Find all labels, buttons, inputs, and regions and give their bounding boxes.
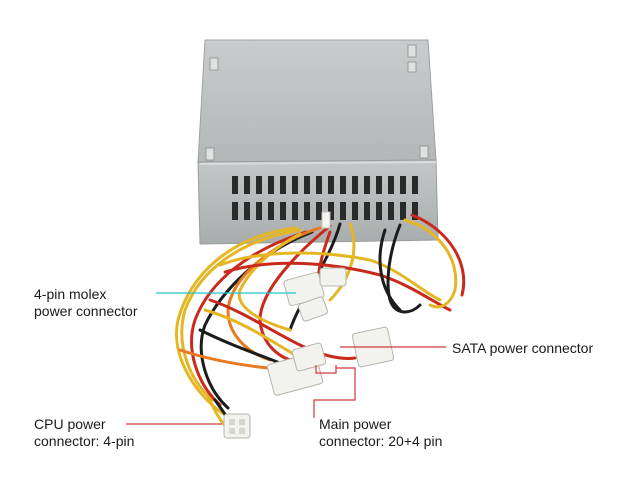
vent-slot	[256, 176, 262, 194]
connectors	[223, 211, 395, 439]
vent-slot	[316, 176, 322, 194]
screw-icon	[205, 147, 215, 161]
main-power-connector-icon	[291, 342, 327, 372]
main-power-connector-label: Main power connector: 20+4 pin	[319, 416, 442, 450]
vent-slot	[280, 202, 286, 220]
vent-slot	[256, 202, 262, 220]
vent-slot	[340, 202, 346, 220]
screw-icon	[209, 57, 219, 71]
cpu-connector-icon	[223, 413, 251, 439]
vent-slot	[292, 176, 298, 194]
vent-slot	[376, 202, 382, 220]
vent-slot	[232, 202, 238, 220]
cpu-label-line2: connector: 4-pin	[34, 433, 135, 449]
psu-top-panel	[197, 39, 437, 163]
leader-lines	[126, 292, 446, 425]
cpu-label-line1: CPU power	[34, 416, 106, 432]
wire-bundle	[175, 213, 466, 429]
vent-slot	[328, 176, 334, 194]
molex-connector-icon	[319, 267, 347, 287]
main-label-line2: connector: 20+4 pin	[319, 433, 443, 449]
vent-slot	[400, 202, 406, 220]
vent-slot	[304, 202, 310, 220]
vent-slot	[244, 202, 250, 220]
screw-icon	[407, 61, 417, 73]
vent-slot	[268, 202, 274, 220]
vent-slot	[352, 202, 358, 220]
vent-slot	[316, 202, 322, 220]
molex-label-line2: power connector	[34, 303, 138, 319]
vent-slot	[328, 202, 334, 220]
vent-slot	[388, 176, 394, 194]
vent-slot	[412, 176, 418, 194]
vent-slot	[388, 202, 394, 220]
vent-slot	[400, 176, 406, 194]
cpu-connector-label: CPU power connector: 4-pin	[34, 416, 134, 450]
vent-slot	[244, 176, 250, 194]
vent-slot	[292, 202, 298, 220]
vent-slot	[364, 202, 370, 220]
vent-slot	[232, 176, 238, 194]
vent-slot	[340, 176, 346, 194]
vent-slot	[412, 202, 418, 220]
vent-slot	[280, 176, 286, 194]
sata-connector-label: SATA power connector	[452, 340, 593, 357]
main-power-leader-line	[315, 365, 337, 374]
sata-label-line1: SATA power connector	[452, 340, 594, 356]
molex-label-line1: 4-pin molex	[34, 286, 107, 302]
vent-slot	[352, 176, 358, 194]
vent-slot	[376, 176, 382, 194]
ventilation-grill	[232, 176, 418, 220]
main-label-line1: Main power	[319, 416, 392, 432]
vent-slot	[364, 176, 370, 194]
vent-slot	[268, 176, 274, 194]
psu-casing	[197, 39, 439, 245]
screw-icon	[419, 145, 429, 159]
vent-slot	[304, 176, 310, 194]
molex-connector-label: 4-pin molex power connector	[34, 286, 138, 320]
screw-icon	[407, 44, 417, 58]
cable-tie-icon	[321, 211, 331, 229]
molex-connector-icon	[298, 296, 328, 322]
